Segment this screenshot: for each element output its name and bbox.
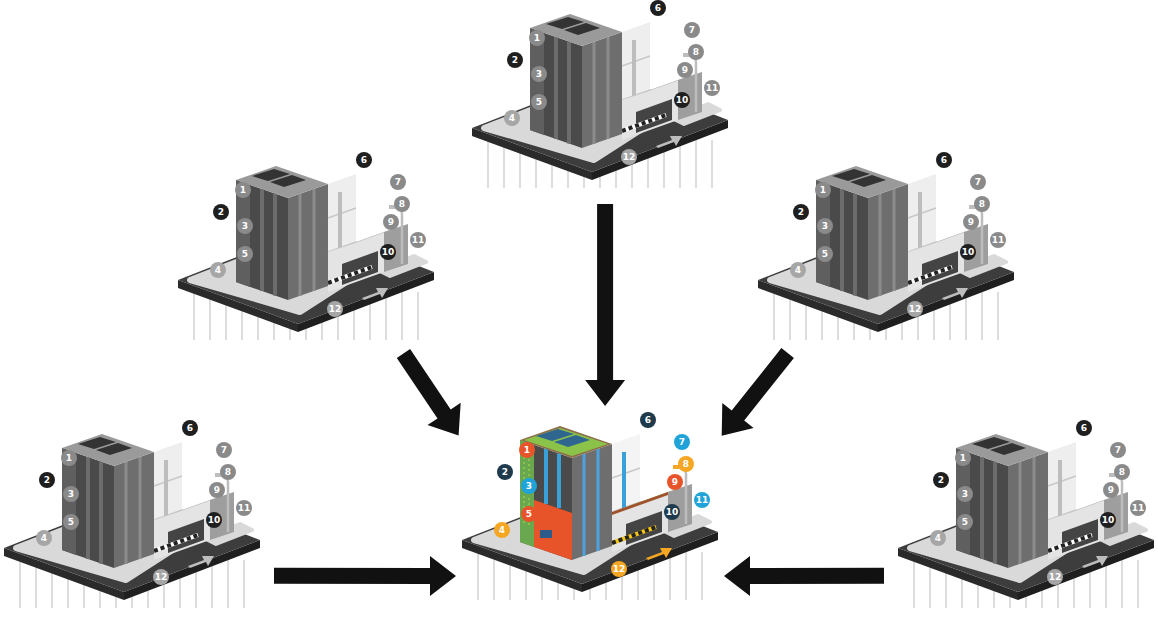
callout-number: 8 — [1114, 464, 1130, 480]
callout-number: 1 — [815, 182, 831, 198]
block-arrow — [397, 349, 461, 435]
callout-number: 9 — [667, 474, 683, 490]
callout-number: 11 — [1130, 500, 1146, 516]
callout-number: 3 — [817, 218, 833, 234]
callout-number: 11 — [704, 80, 720, 96]
callout-number: 4 — [210, 262, 226, 278]
callout-number: 10 — [1100, 512, 1116, 528]
building-illustration: 123456789101112 — [4, 420, 260, 610]
block-arrow — [585, 204, 625, 406]
callout-number: 7 — [216, 442, 232, 458]
callout-number: 6 — [640, 412, 656, 428]
callout-number: 6 — [1076, 420, 1092, 436]
callout-number: 3 — [63, 486, 79, 502]
callout-number: 6 — [650, 0, 666, 16]
callout-number: 1 — [529, 30, 545, 46]
callout-number: 12 — [153, 569, 169, 585]
callout-number: 6 — [936, 152, 952, 168]
callout-number: 4 — [494, 522, 510, 538]
callout-number: 2 — [213, 204, 229, 220]
callout-number: 12 — [327, 301, 343, 317]
callout-number: 12 — [611, 561, 627, 577]
callout-number: 1 — [519, 442, 535, 458]
callout-number: 5 — [237, 246, 253, 262]
callout-number: 3 — [531, 66, 547, 82]
callout-number: 12 — [1047, 569, 1063, 585]
callout-number: 4 — [790, 262, 806, 278]
callout-number: 8 — [678, 456, 694, 472]
callout-number: 8 — [394, 196, 410, 212]
callout-number: 1 — [61, 450, 77, 466]
callout-number: 2 — [507, 52, 523, 68]
block-arrow — [724, 556, 884, 596]
callout-number: 6 — [356, 152, 372, 168]
callout-number: 9 — [677, 62, 693, 78]
callout-number: 5 — [531, 94, 547, 110]
block-arrow — [274, 556, 456, 596]
callout-number: 9 — [383, 214, 399, 230]
building-illustration: 123456789101112 — [472, 0, 728, 190]
callout-number: 8 — [688, 44, 704, 60]
callout-number: 2 — [793, 204, 809, 220]
callout-number: 2 — [933, 472, 949, 488]
callout-number: 11 — [410, 232, 426, 248]
callout-number: 11 — [694, 492, 710, 508]
callout-number: 10 — [206, 512, 222, 528]
callout-number: 4 — [504, 110, 520, 126]
callout-number: 11 — [236, 500, 252, 516]
callout-number: 8 — [220, 464, 236, 480]
callout-number: 1 — [235, 182, 251, 198]
callout-number: 9 — [963, 214, 979, 230]
callout-number: 2 — [497, 464, 513, 480]
callout-number: 7 — [674, 434, 690, 450]
building-illustration: 123456789101112 — [462, 412, 718, 602]
callout-number: 5 — [817, 246, 833, 262]
callout-number: 10 — [960, 244, 976, 260]
callout-number: 5 — [521, 506, 537, 522]
callout-number: 6 — [182, 420, 198, 436]
callout-number: 5 — [957, 514, 973, 530]
callout-number: 7 — [684, 22, 700, 38]
callout-number: 8 — [974, 196, 990, 212]
callout-number: 10 — [380, 244, 396, 260]
callout-number: 9 — [209, 482, 225, 498]
callout-number: 4 — [930, 530, 946, 546]
callout-number: 2 — [39, 472, 55, 488]
callout-number: 7 — [1110, 442, 1126, 458]
callout-number: 12 — [907, 301, 923, 317]
callout-number: 11 — [990, 232, 1006, 248]
callout-number: 7 — [970, 174, 986, 190]
callout-number: 3 — [957, 486, 973, 502]
callout-number: 3 — [521, 478, 537, 494]
callout-number: 1 — [955, 450, 971, 466]
callout-number: 9 — [1103, 482, 1119, 498]
building-illustration: 123456789101112 — [178, 152, 434, 342]
callout-number: 7 — [390, 174, 406, 190]
building-illustration: 123456789101112 — [898, 420, 1154, 610]
callout-number: 10 — [674, 92, 690, 108]
block-arrow — [722, 348, 794, 436]
callout-number: 4 — [36, 530, 52, 546]
callout-number: 3 — [237, 218, 253, 234]
callout-number: 12 — [621, 149, 637, 165]
callout-number: 5 — [63, 514, 79, 530]
callout-number: 10 — [664, 504, 680, 520]
building-illustration: 123456789101112 — [758, 152, 1014, 342]
